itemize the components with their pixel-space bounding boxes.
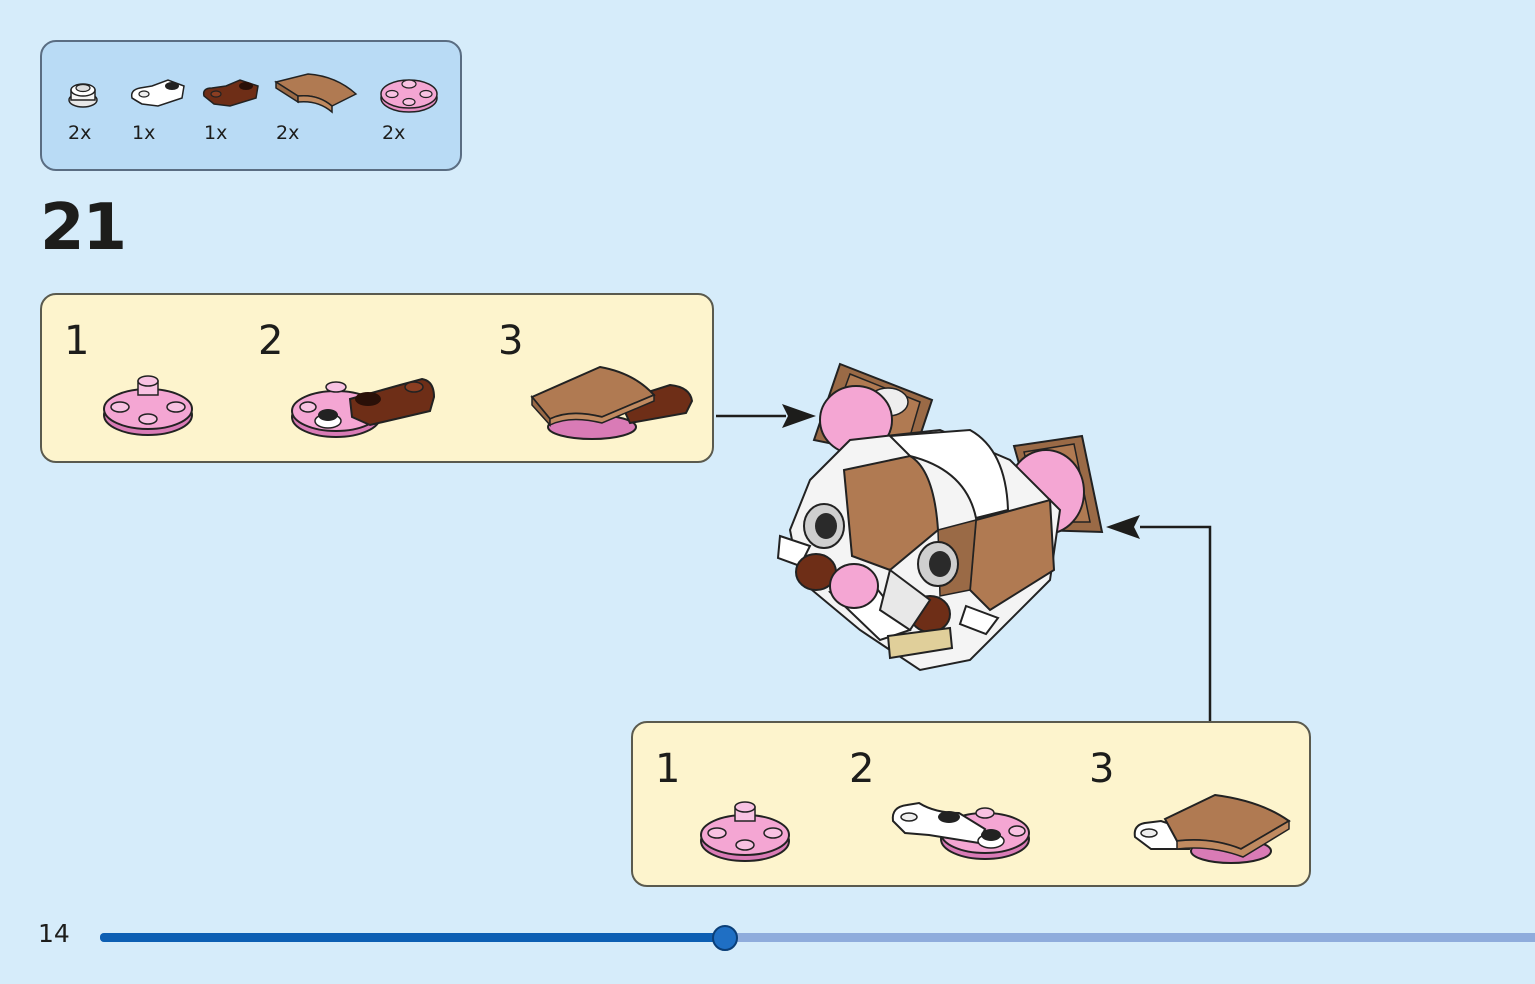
- mouse-head-model: [776, 362, 1104, 672]
- white-round-stud-icon: [68, 83, 98, 108]
- part-white-clip-plate: 1x: [128, 60, 198, 150]
- progress-bar: [100, 925, 1535, 951]
- tan-slope-on-white-clip-icon: [1133, 793, 1291, 864]
- sub-step-number: 2: [849, 746, 875, 792]
- part-quantity: 1x: [204, 122, 228, 144]
- sub-step-number: 1: [655, 746, 681, 792]
- sub-assembly-right: 1 2 3: [631, 721, 1311, 887]
- part-quantity: 2x: [276, 122, 300, 144]
- part-quantity: 2x: [68, 122, 92, 144]
- part-quantity: 2x: [382, 122, 406, 144]
- sub-assembly-left: 1 2 3: [40, 293, 714, 463]
- part-white-round-stud: 2x: [66, 60, 136, 150]
- arrow-left-icon: [1106, 515, 1140, 539]
- pink-round-plate-icon: [103, 375, 193, 436]
- white-clip-on-pink-plate-icon: [891, 801, 1030, 860]
- tan-curved-slope-icon: [274, 73, 358, 114]
- sub-step-number: 3: [498, 318, 524, 364]
- sub-step-number: 3: [1089, 746, 1115, 792]
- part-brown-clip-plate: 1x: [200, 60, 270, 150]
- pink-round-plate-icon: [700, 801, 790, 862]
- progress-knob: [712, 925, 739, 951]
- right-connector-line: [1140, 525, 1212, 721]
- brown-clip-on-pink-plate-icon: [291, 377, 436, 438]
- sub-step-number: 1: [64, 318, 90, 364]
- sub-step-number: 2: [258, 318, 284, 364]
- arrow-right-icon: [782, 404, 816, 428]
- pink-round-plate-icon: [380, 79, 438, 113]
- brown-clip-plate-icon: [202, 79, 259, 107]
- part-quantity: 1x: [132, 122, 156, 144]
- part-pink-round-plate: 2x: [378, 60, 448, 150]
- white-clip-plate-icon: [130, 79, 185, 107]
- part-tan-curved-slope: 2x: [274, 60, 358, 150]
- parts-list: 2x 1x 1x 2x: [40, 40, 462, 171]
- step-number: 21: [40, 191, 127, 265]
- progress-fill: [100, 933, 725, 942]
- tan-slope-on-clip-icon: [530, 365, 694, 440]
- page-number: 14: [38, 919, 70, 948]
